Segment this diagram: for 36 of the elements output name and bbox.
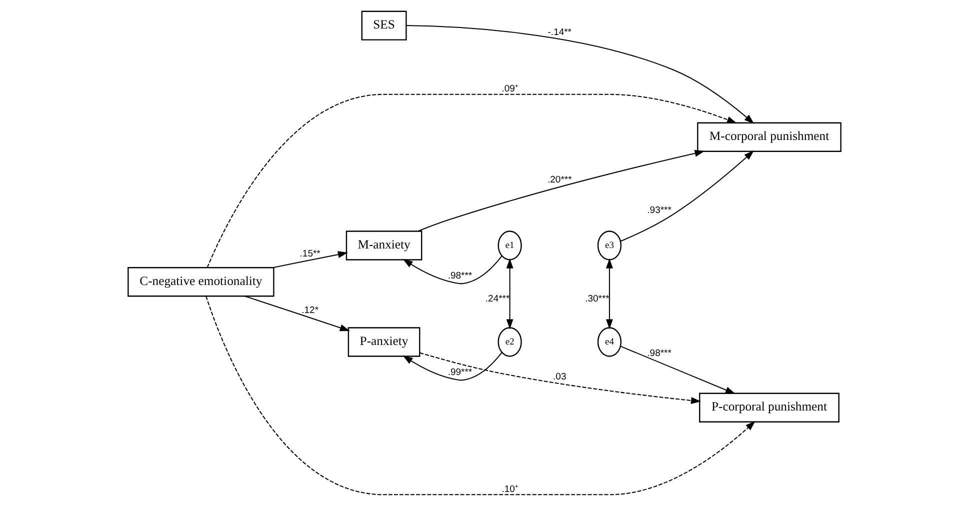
arrow: [419, 352, 701, 404]
node-ellipse: e4: [596, 327, 622, 357]
edge-label: .99***: [447, 366, 472, 378]
arrow: [402, 256, 502, 284]
edge-label: .03: [552, 372, 566, 383]
node-box: P-corporal punishment: [698, 392, 839, 422]
edge-label: .15**: [299, 248, 320, 260]
edge-label: .93***: [646, 204, 671, 216]
arrow: [605, 258, 612, 330]
edge-label: .10⁺: [501, 484, 518, 495]
node-ellipse: e1: [497, 230, 522, 260]
edge-label: -.14**: [547, 26, 572, 38]
node-box: M-corporal punishment: [696, 122, 841, 152]
node-box: C-negative emotionality: [127, 267, 274, 297]
arrow: [506, 258, 513, 330]
node-ellipse: e3: [596, 230, 622, 260]
arrow: [620, 346, 735, 394]
node-box: P-anxiety: [347, 327, 420, 357]
edge-label: .98***: [447, 270, 472, 282]
arrow: [205, 296, 755, 496]
node-box: SES: [360, 10, 406, 40]
edge-label: .20***: [547, 174, 572, 186]
node-box: M-anxiety: [345, 230, 422, 260]
arrow: [620, 150, 754, 242]
arrow: [406, 25, 754, 124]
arrow: [402, 352, 502, 381]
node-ellipse: e2: [497, 327, 522, 357]
arrow: [272, 251, 348, 268]
edge-label: .30***: [584, 293, 609, 304]
edge-label: .12*: [301, 305, 318, 316]
arrow: [417, 150, 704, 232]
edge-label: .09⁺: [501, 84, 518, 95]
edge-label: .24***: [484, 293, 510, 304]
arrow: [244, 296, 350, 332]
edge-label: .98***: [646, 348, 671, 359]
arrow: [206, 94, 736, 268]
